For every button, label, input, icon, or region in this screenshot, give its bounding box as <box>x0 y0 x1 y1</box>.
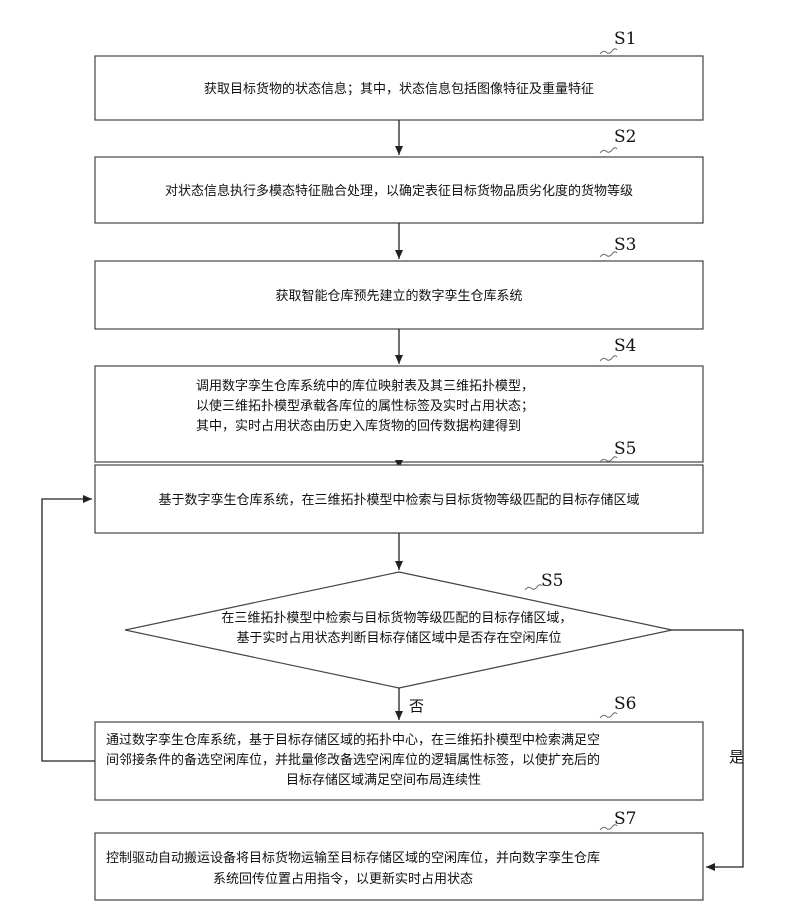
tag-pointer-s1 <box>600 49 617 54</box>
step-box-s7 <box>95 833 703 900</box>
step-tag-s4: S4 <box>614 336 636 356</box>
tag-pointer-s5-decision <box>525 585 542 590</box>
step-tag-s1: S1 <box>614 29 636 49</box>
tag-pointer-s4 <box>600 356 617 361</box>
step-tag-s5-decision: S5 <box>541 571 563 591</box>
tag-pointer-s2 <box>600 148 617 153</box>
step-tag-s6: S6 <box>614 694 636 714</box>
step-text-s5: 基于数字孪生仓库系统，在三维拓扑模型中检索与目标货物等级匹配的目标存储区域 <box>158 492 639 508</box>
branch-label-no: 否 <box>409 697 424 715</box>
step-tag-s7: S7 <box>614 809 636 829</box>
step-tag-s2: S2 <box>614 127 636 147</box>
branch-label-yes: 是 <box>729 748 744 766</box>
decision-diamond <box>125 572 672 688</box>
step-text-s1: 获取目标货物的状态信息；其中，状态信息包括图像特征及重量特征 <box>204 81 594 97</box>
step-tag-s5: S5 <box>614 439 636 459</box>
step-tag-s3: S3 <box>614 235 636 255</box>
step-text-s2: 对状态信息执行多模态特征融合处理，以确定表征目标货物品质劣化度的货物等级 <box>165 183 633 199</box>
step-text-s3: 获取智能仓库预先建立的数字孪生仓库系统 <box>275 288 522 304</box>
step-text-s4: 调用数字孪生仓库系统中的库位映射表及其三维拓扑模型， 以使三维拓扑模型承载各库位… <box>196 378 538 434</box>
loop-arrow-s6-s5 <box>42 499 95 761</box>
